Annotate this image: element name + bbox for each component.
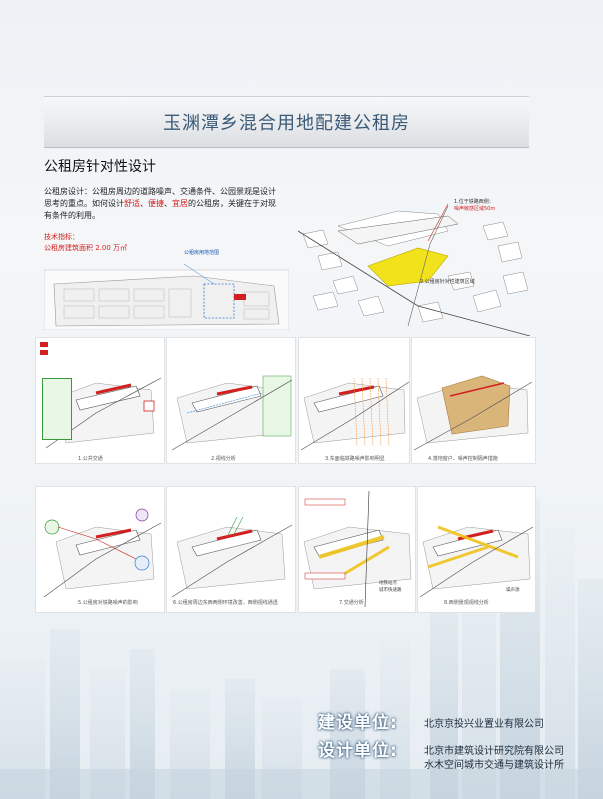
page-title: 玉渊潭乡混合用地配建公租房 [163, 113, 410, 134]
legend-noise: 噪声源 [506, 588, 520, 593]
diagram-6-caption: 6.公租房周边东西两侧环境改善，西侧视线通透 [173, 600, 278, 606]
desc-sep-2: 、 [164, 199, 172, 208]
diagram-5: 5.公租房对铁路噪声的影响 [35, 486, 165, 613]
aerial-view: 1.位于铁路西侧： 噪声敏感区域50m 2.公租房针对性建筑区域 [298, 186, 530, 336]
aerial-note-2: 噪声敏感区域50m [454, 206, 496, 212]
diagram-7: 地铁站点 城市快速路 7.交通分析 [298, 486, 416, 613]
diagram-4-caption: 4.落地窗户、噪声控制隔声措施 [428, 456, 498, 462]
site-plan: 公租房用地范围 [44, 244, 289, 330]
section-title: 公租房针对性设计 [44, 159, 156, 175]
diagram-2-caption: 2.视线分析 [211, 456, 236, 462]
diagram-7-caption: 7.交通分析 [339, 600, 364, 606]
tech-indicators: 技术指标： 公租房建筑面积 2.00 万㎡ [44, 232, 127, 254]
builder-value: 北京京投兴业置业有限公司 [424, 719, 544, 730]
diagram-5-caption: 5.公租房对铁路噪声的影响 [78, 600, 138, 606]
desc-line-3: 有条件的利用。 [44, 211, 100, 220]
tech-area: 公租房建筑面积 2.00 万㎡ [44, 244, 128, 252]
desc-line-1: 公租房设计：公租房周边的道路噪声、交通条件、公园景观是设计 [44, 187, 276, 196]
desc-highlight-3: 宜居 [172, 199, 188, 208]
desc-highlight-1: 舒适 [124, 199, 140, 208]
desc-line-2: 思考的重点。如何设计舒适、便捷、宜居的公租房，关键在于对现 [44, 198, 294, 210]
aerial-note-1: 1.位于铁路西侧： [454, 199, 494, 205]
legend-metro: 地铁站点 [379, 581, 397, 586]
diagram-2: 2.视线分析 [166, 337, 296, 464]
desc-sep-1: 、 [140, 199, 148, 208]
designer-value-1: 北京市建筑设计研究院有限公司 [424, 746, 564, 757]
desc-line-2b: 的公租房，关键在于对现 [188, 199, 276, 208]
diagram-8-caption: 8.西侧景观视线分析 [444, 600, 489, 606]
diagram-4: 4.落地窗户、噪声控制隔声措施 [411, 337, 536, 464]
builder-label: 建设单位: [318, 713, 398, 733]
diagram-3-caption: 3.东面临铁路噪声影响明显 [325, 456, 385, 462]
description: 公租房设计：公租房周边的道路噪声、交通条件、公园景观是设计 思考的重点。如何设计… [44, 186, 294, 222]
skyline-background [0, 499, 603, 799]
site-plan-label: 公租房用地范围 [184, 250, 220, 256]
diagram-8: 噪声源 8.西侧景观视线分析 [417, 486, 536, 613]
designer-label: 设计单位: [318, 741, 398, 761]
diagram-1: 1.公共交通 [35, 337, 165, 464]
diagram-3: 3.东面临铁路噪声影响明显 [298, 337, 410, 464]
tech-label: 技术指标： [44, 233, 79, 241]
legend-expressway: 城市快速路 [379, 588, 402, 593]
title-banner: 玉渊潭乡混合用地配建公租房 [44, 96, 529, 148]
diagram-1-caption: 1.公共交通 [78, 456, 103, 462]
diagram-6: 6.公租房周边东西两侧环境改善，西侧视线通透 [166, 486, 296, 613]
diagram-1-annotation [42, 378, 72, 440]
designer-value-2: 水木空间城市交通与建筑设计所 [424, 760, 564, 771]
aerial-note-3: 2.公租房针对性建筑区域 [420, 279, 475, 285]
desc-line-2a: 思考的重点。如何设计 [44, 199, 124, 208]
desc-highlight-2: 便捷 [148, 199, 164, 208]
